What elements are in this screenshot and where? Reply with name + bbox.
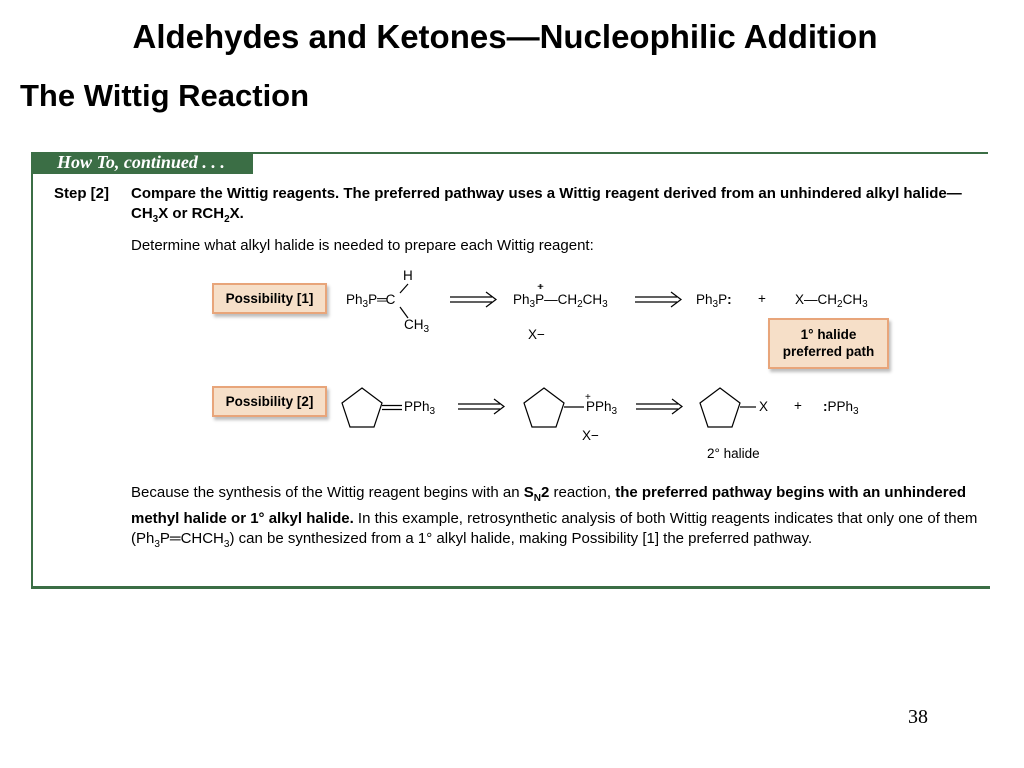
plus-2: + xyxy=(794,398,802,413)
how-to-tab: How To, continued . . . xyxy=(31,152,253,174)
how-to-top-rule xyxy=(31,152,988,154)
retro-arrow-2a xyxy=(458,398,505,415)
phosphine-2: :PPh3 xyxy=(823,399,859,417)
phosphonium-salt-2: PPh3 xyxy=(586,399,618,417)
bond-c-ch3 xyxy=(399,306,409,319)
ylide-1-h: H xyxy=(403,268,413,283)
alkyl-halide-1: X—CH2CH3 xyxy=(795,292,868,310)
alkyl-halide-2-x: X xyxy=(759,399,769,414)
conclusion-text: Because the synthesis of the Wittig reag… xyxy=(131,484,978,550)
retro-arrow-2b xyxy=(636,398,683,415)
halide-type-2: 2° halide xyxy=(707,446,760,461)
phosphonium-salt-1: Ph3P+—CH2CH3 xyxy=(513,282,608,310)
phosphine-1: Ph3P: xyxy=(696,292,732,310)
slide-title: Aldehydes and Ketones—Nucleophilic Addit… xyxy=(132,18,878,55)
page-number: 38 xyxy=(908,706,928,728)
possibility-2-label: Possibility [2] xyxy=(212,386,327,417)
step-text: Compare the Wittig reagents. The preferr… xyxy=(131,185,962,225)
counterion-2: X− xyxy=(582,428,599,443)
svg-text:+: + xyxy=(585,392,591,403)
step-label: Step [2] xyxy=(54,185,110,202)
bond-c-h xyxy=(399,283,409,294)
retro-arrow-1b xyxy=(635,291,682,308)
retro-arrow-1a xyxy=(450,291,497,308)
cyclopentylidene-ring xyxy=(341,387,383,428)
svg-text:+: + xyxy=(538,282,544,293)
ylide-1-ch3: CH3 xyxy=(404,317,430,335)
cyclopentyl-ring-salt xyxy=(523,387,565,428)
slide-subtitle: The Wittig Reaction xyxy=(20,78,310,113)
plus-1: + xyxy=(758,291,766,306)
how-to-box xyxy=(31,152,990,589)
ylide-1: Ph3P═C xyxy=(346,292,396,310)
determine-text: Determine what alkyl halide is needed to… xyxy=(131,237,594,254)
counterion-1: X− xyxy=(528,327,545,342)
cyclopentyl-ring-halide xyxy=(699,387,741,428)
possibility-1-label: Possibility [1] xyxy=(212,283,327,314)
ylide-2: PPh3 xyxy=(404,399,436,417)
